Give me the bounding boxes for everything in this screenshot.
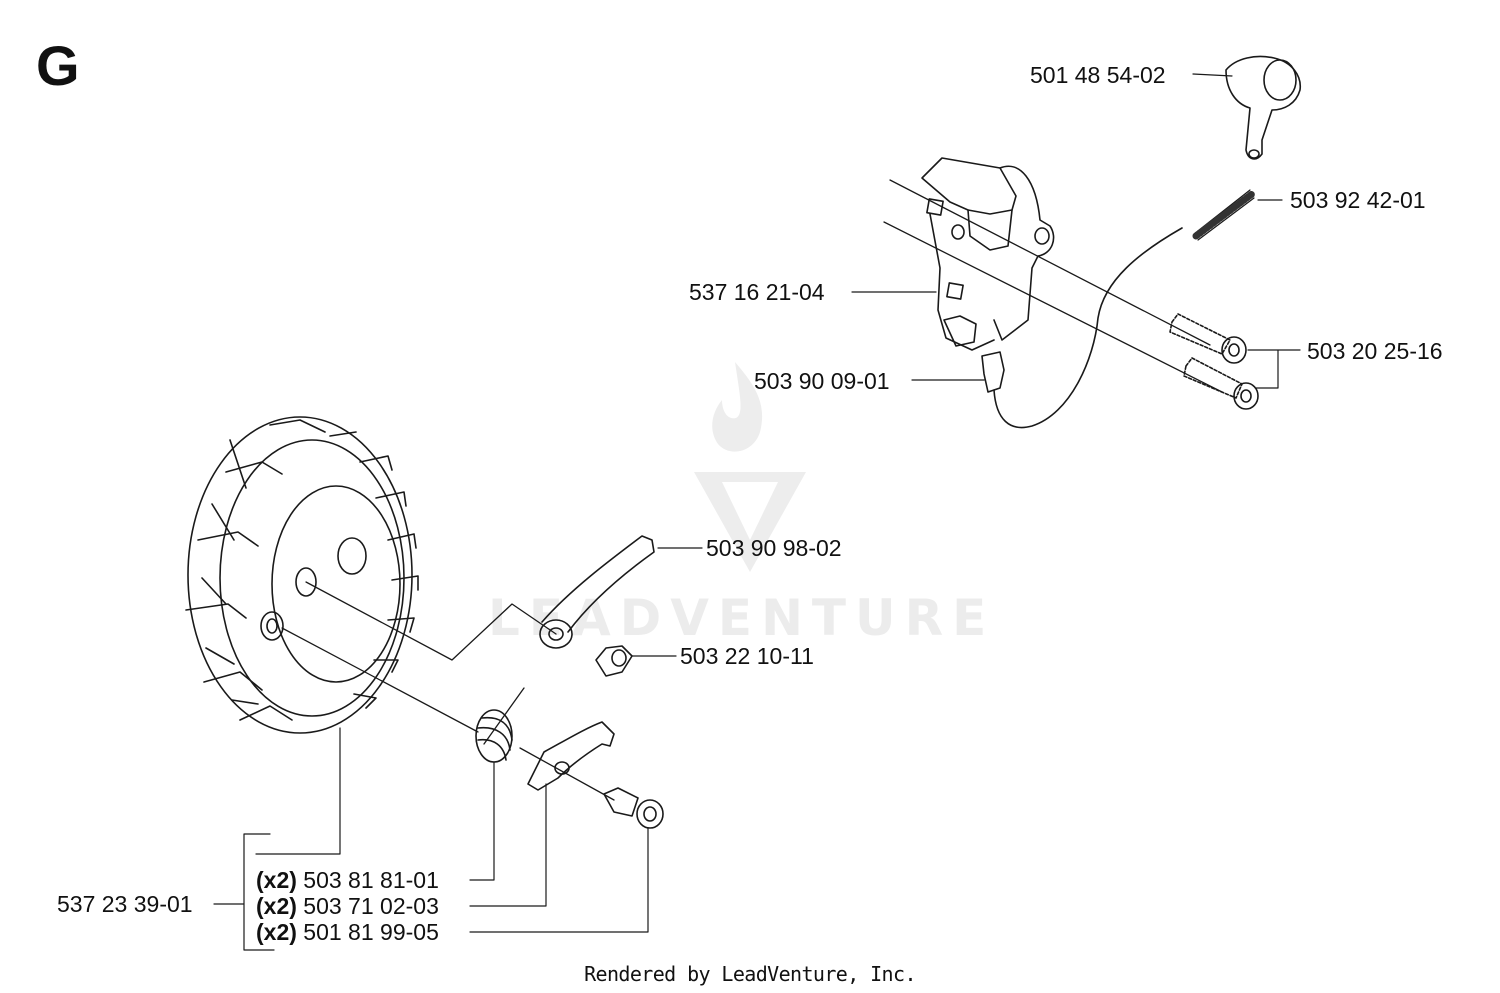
hex-nut — [595, 645, 633, 677]
part-label-nut[interactable]: 503 22 10-11 — [680, 643, 814, 669]
part-label-pawl-spring-row[interactable]: (x2) 503 81 81-01 — [256, 867, 439, 893]
part-label-module-screws[interactable]: 503 20 25-16 — [1307, 338, 1443, 364]
ignition-cable — [993, 227, 1183, 429]
part-label-spark-cap[interactable]: 501 48 54-02 — [1030, 62, 1166, 88]
part-label-flywheel[interactable]: 537 23 39-01 — [57, 891, 193, 917]
part-number-pawl-screw: 501 81 99-05 — [303, 919, 439, 945]
quantity-pawl: (x2) — [256, 893, 297, 919]
footer-credit: Rendered by LeadVenture, Inc. — [584, 962, 916, 986]
ignition-module — [921, 157, 1055, 393]
module-screws — [1169, 313, 1259, 410]
lever-part — [539, 535, 655, 649]
spark-plug-cap — [1225, 55, 1301, 160]
part-label-spring[interactable]: 503 92 42-01 — [1290, 187, 1426, 213]
section-letter: G — [36, 34, 80, 97]
pawl-screw — [603, 787, 664, 829]
watermark-logo — [694, 362, 806, 572]
part-label-lever[interactable]: 503 90 98-02 — [706, 535, 842, 561]
part-number-pawl: 503 71 02-03 — [303, 893, 439, 919]
leader-lines — [213, 73, 1301, 951]
part-label-pawl-screw-row[interactable]: (x2) 501 81 99-05 — [256, 919, 439, 945]
spark-spring — [1192, 189, 1256, 241]
part-label-ignition-module[interactable]: 537 16 21-04 — [689, 279, 825, 305]
quantity-pawl-spring: (x2) — [256, 867, 297, 893]
pawl-spring — [475, 709, 513, 763]
part-label-cable[interactable]: 503 90 09-01 — [754, 368, 890, 394]
part-label-pawl-row[interactable]: (x2) 503 71 02-03 — [256, 893, 439, 919]
assembly-axis-lines — [281, 179, 1223, 801]
quantity-pawl-screw: (x2) — [256, 919, 297, 945]
flywheel — [185, 416, 419, 734]
pawl — [527, 721, 615, 791]
part-number-pawl-spring: 503 81 81-01 — [303, 867, 439, 893]
